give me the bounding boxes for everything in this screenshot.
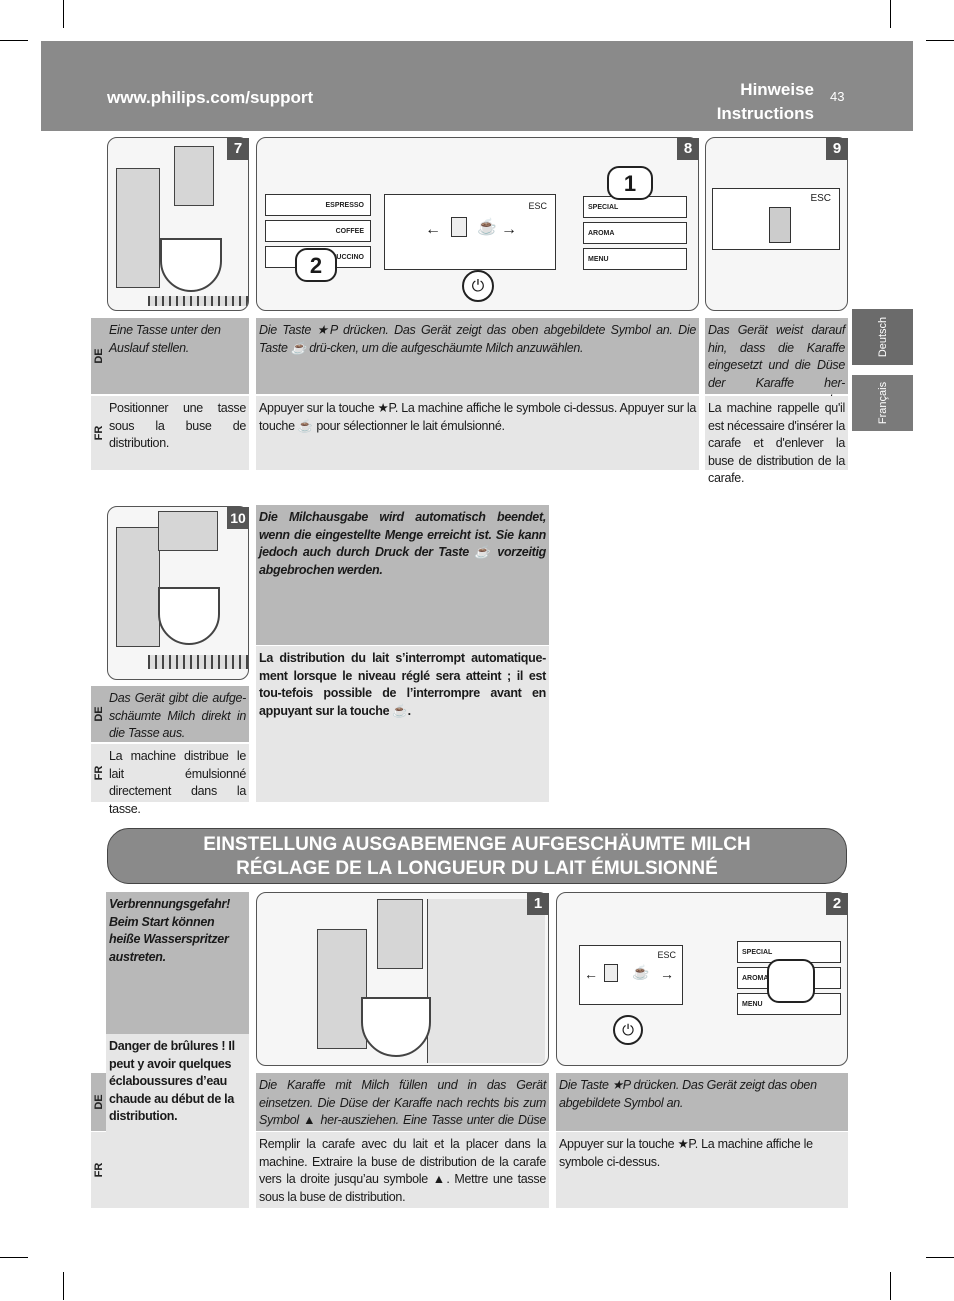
side-tab-label: Deutsch — [876, 316, 889, 358]
milk-cup-icon: ☕ — [632, 964, 650, 980]
drip-tray-illustration — [148, 296, 248, 306]
right-arrow-icon: → — [501, 221, 517, 238]
side-tab-deutsch[interactable]: Deutsch — [852, 309, 913, 365]
section-title-de: EINSTELLUNG AUSGABEMENGE AUFGESCHÄUMTE M… — [203, 834, 751, 855]
cup-illustration — [361, 997, 431, 1057]
cup-illustration — [160, 238, 222, 292]
spout-illustration — [158, 511, 218, 551]
side-tab-francais[interactable]: Français — [852, 375, 913, 431]
crop-mark — [926, 1257, 954, 1258]
crop-mark — [0, 1257, 28, 1258]
hand-pointer-1-icon: 1 — [607, 166, 653, 200]
aroma-button[interactable]: AROMA — [583, 222, 687, 244]
lang-label-fr: FR — [91, 744, 106, 802]
crop-mark — [63, 1272, 64, 1300]
step-badge: 9 — [826, 138, 848, 160]
step-8-text-de: Die Taste ★P drücken. Das Gerät zeigt da… — [256, 318, 699, 394]
carafe-icon — [604, 964, 618, 982]
step-badge: 2 — [826, 893, 848, 915]
coffee-button[interactable]: COFFEE — [265, 220, 371, 242]
carafe-illustration — [116, 527, 160, 647]
section-step-1-text-fr: Remplir la carafe avec du lait et la pla… — [256, 1132, 549, 1208]
step-10-text-fr: La machine distribue le lait émulsionné … — [106, 744, 249, 816]
spout-illustration — [377, 899, 423, 969]
side-tab-label: Français — [876, 381, 889, 425]
hand-pointer-2-icon: 2 — [295, 248, 337, 282]
step-7-text-de: Eine Tasse unter den Auslauf stellen. — [106, 318, 249, 394]
carafe-insert-icon — [769, 207, 791, 243]
menu-button[interactable]: MENU — [583, 248, 687, 270]
lcd-display: ESC ← ☕ → — [579, 945, 683, 1005]
crop-mark — [890, 1272, 891, 1300]
power-button-icon[interactable]: ⏻ — [462, 270, 494, 302]
power-button-icon[interactable]: ⏻ — [613, 1015, 643, 1045]
carafe-illustration — [116, 168, 160, 288]
crop-mark — [926, 40, 954, 41]
hand-pointer-icon — [767, 959, 815, 1003]
left-arrow-icon: ← — [425, 221, 441, 238]
spout-illustration — [174, 146, 214, 206]
section-banner: EINSTELLUNG AUSGABEMENGE AUFGESCHÄUMTE M… — [107, 828, 847, 884]
step-8-text-fr: Appuyer sur la touche ★P. La machine aff… — [256, 396, 699, 470]
machine-side-illustration — [427, 899, 545, 1063]
header-title-fr: Instructions — [716, 104, 814, 123]
milk-note-de: Die Milchausgabe wird automatisch beende… — [256, 505, 549, 645]
illustration-step-7 — [107, 137, 249, 311]
section-step-2-text-de: Die Taste ★P drücken. Das Gerät zeigt da… — [556, 1073, 848, 1131]
illustration-step-9: ESC — [705, 137, 848, 311]
crop-mark — [0, 40, 28, 41]
esc-label: ESC — [657, 950, 676, 960]
step-9-text-de: Das Gerät weist darauf hin, dass die Kar… — [705, 318, 848, 425]
section-step-2-text-fr: Appuyer sur la touche ★P. La machine aff… — [556, 1132, 848, 1208]
step-badge: 7 — [227, 138, 249, 160]
header-title: Hinweise Instructions — [717, 78, 814, 126]
step-10-text-de: Das Gerät gibt die aufge-schäumte Milch … — [106, 686, 249, 742]
step-7-text-fr: Positionner une tasse sous la buse de di… — [106, 396, 249, 470]
illustration-step-8: ESPRESSO COFFEE CAPPUCCINO ESC ← ☕ → SPE… — [256, 137, 699, 311]
illustration-step-10 — [107, 506, 249, 680]
header-title-de: Hinweise — [740, 80, 814, 99]
lang-label-de: DE — [91, 686, 106, 742]
carafe-illustration — [317, 929, 367, 1049]
crop-mark — [890, 0, 891, 28]
page-header — [41, 41, 913, 131]
section-title-fr: RÉGLAGE DE LA LONGUEUR DU LAIT ÉMULSIONN… — [236, 858, 718, 879]
left-arrow-icon: ← — [584, 966, 598, 982]
illustration-section-step-1 — [256, 892, 549, 1066]
lang-label-fr: FR — [91, 1132, 106, 1208]
step-badge: 8 — [677, 138, 699, 160]
illustration-section-step-2: ESC ← ☕ → SPECIAL AROMA MENU ⏻ — [556, 892, 848, 1066]
burn-warning-de: Verbrennungsgefahr! Beim Start können he… — [106, 892, 249, 1034]
right-arrow-icon: → — [660, 966, 674, 982]
lang-label-fr: FR — [91, 396, 106, 470]
step-9-text-fr: La machine rappelle qu'il est nécessaire… — [705, 396, 848, 485]
page-number: 43 — [830, 89, 845, 104]
carafe-icon — [451, 217, 467, 237]
lang-label-de: DE — [91, 1073, 106, 1131]
cup-illustration — [158, 587, 220, 645]
burn-warning-fr: Danger de brûlures ! Il peut y avoir que… — [106, 1034, 249, 1208]
lcd-display: ESC ← ☕ → — [384, 194, 556, 270]
lcd-display: ESC — [712, 188, 840, 250]
milk-cup-icon: ☕ — [477, 219, 497, 236]
lang-label-de: DE — [91, 318, 106, 394]
support-url[interactable]: www.philips.com/support — [107, 88, 314, 107]
crop-mark — [63, 0, 64, 28]
step-badge: 10 — [227, 507, 249, 529]
esc-label: ESC — [810, 193, 831, 204]
step-badge: 1 — [527, 893, 549, 915]
esc-label: ESC — [528, 201, 547, 211]
section-step-1-text-de: Die Karaffe mit Milch füllen und in das … — [256, 1073, 549, 1145]
drip-tray-illustration — [148, 655, 248, 669]
milk-note-fr: La distribution du lait s’interrompt aut… — [256, 646, 549, 802]
espresso-button[interactable]: ESPRESSO — [265, 194, 371, 216]
